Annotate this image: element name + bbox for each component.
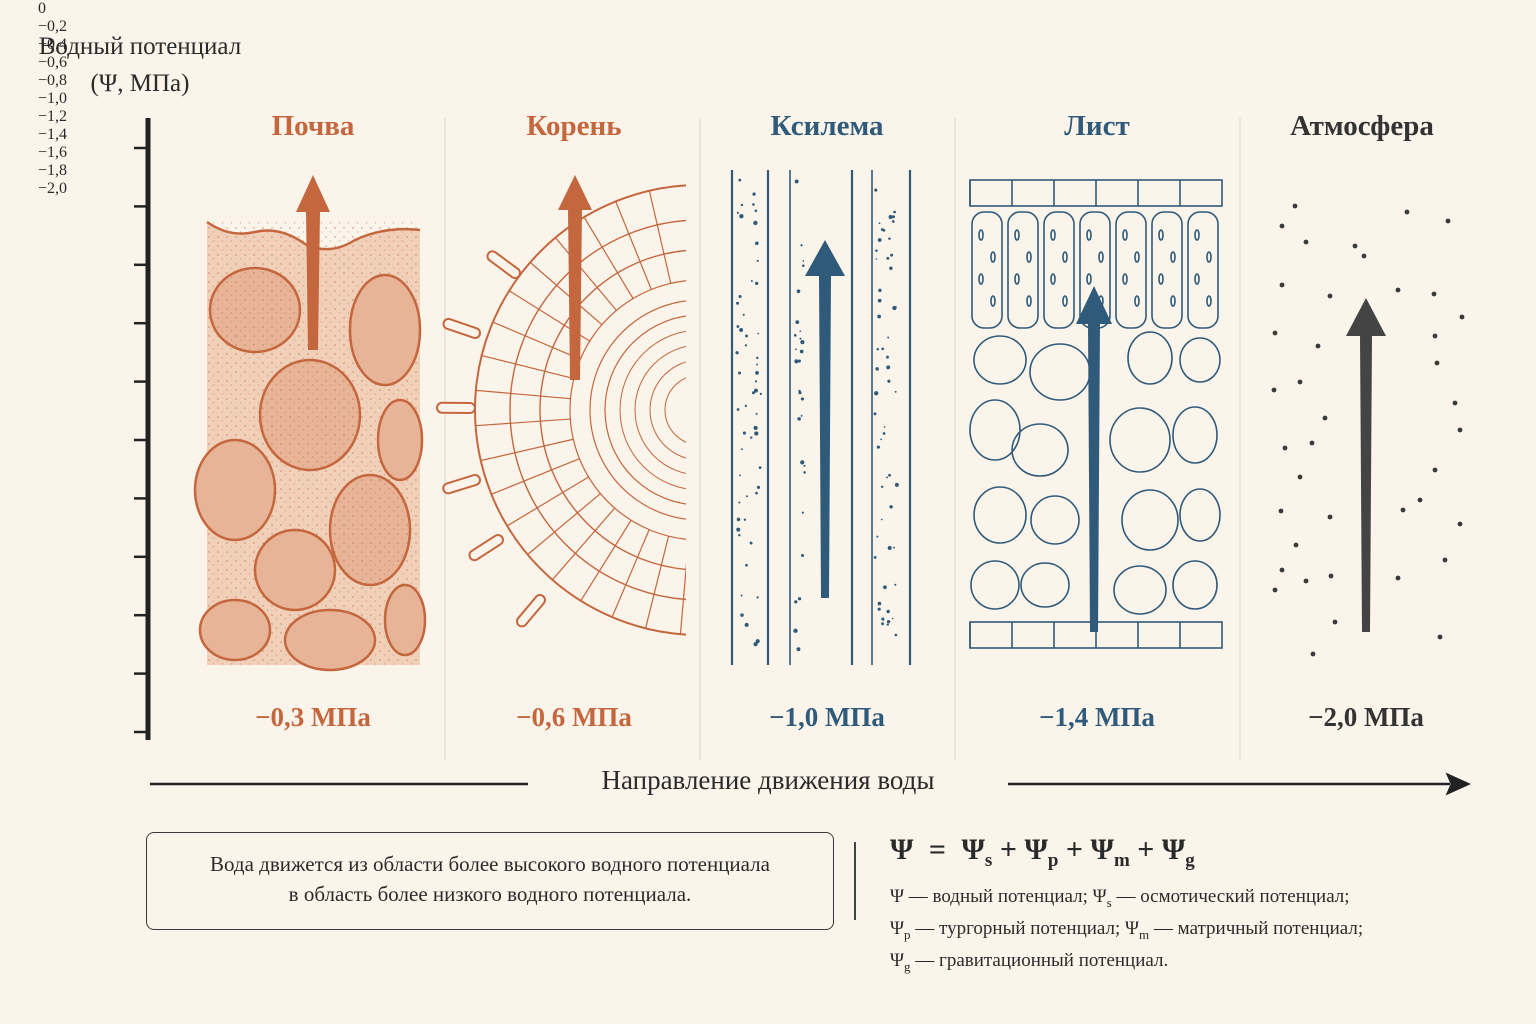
formula-eq: =: [928, 833, 947, 866]
soil-arrow-icon: [296, 175, 330, 350]
y-tick-label: −1,8: [38, 162, 68, 179]
section-value-soil: −0,3 МПа: [255, 702, 371, 732]
y-tick-label: −0,4: [38, 36, 68, 53]
xylem-illustration: [730, 170, 912, 665]
legend-line1: Ψ — водный потенциал; Ψs — осмотический …: [890, 886, 1350, 910]
y-tick-label: 0: [38, 0, 46, 17]
formula-term: Ψ: [1161, 833, 1186, 866]
formula-plus: +: [999, 833, 1017, 866]
y-tick-label: −1,4: [38, 126, 68, 143]
formula-psi: Ψ: [890, 833, 914, 866]
formula-term: Ψ: [1024, 833, 1048, 866]
y-tick-label: −1,0: [38, 90, 68, 107]
direction-label: Направление движения воды: [601, 765, 935, 795]
section-value-root: −0,6 МПа: [516, 702, 632, 732]
note-box: Вода движется из области более высокого …: [146, 832, 834, 930]
formula-sub: g: [1185, 850, 1195, 871]
formula-term: Ψ: [1090, 833, 1114, 866]
section-title-root: Корень: [526, 110, 622, 142]
y-tick-label: −0,2: [38, 18, 68, 35]
axis-title-line1: Водный потенциал: [38, 33, 242, 60]
y-tick-label: −2,0: [38, 180, 68, 197]
y-tick-label: −1,2: [38, 108, 68, 125]
root-arrow-icon: [558, 175, 592, 380]
xylem-arrow-icon: [805, 240, 845, 598]
axis-title-line2: (Ψ, МПа): [90, 70, 190, 97]
section-title-xylem: Ксилема: [770, 110, 884, 142]
note-line1: Вода движется из области более высокого …: [210, 852, 770, 876]
y-axis-ticks: [134, 146, 148, 734]
section-title-atmosphere: Атмосфера: [1290, 110, 1434, 142]
formula-sub: s: [984, 850, 993, 871]
y-tick-label: −1,6: [38, 144, 68, 161]
leaf-arrow-icon: [1076, 286, 1112, 632]
atmosphere-arrow-icon: [1346, 298, 1386, 632]
formula-sub: m: [1113, 850, 1130, 871]
root-illustration: [436, 175, 686, 636]
axis-title: Водный потенциал (Ψ, МПа): [20, 28, 260, 102]
formula-separator: [854, 842, 856, 920]
section-dividers: [444, 118, 1241, 760]
section-title-soil: Почва: [271, 110, 355, 142]
formula-plus: +: [1065, 833, 1084, 866]
section-value-atmosphere: −2,0 МПа: [1308, 702, 1424, 732]
formula-term: Ψ: [961, 833, 985, 866]
y-tick-label: −0,6: [38, 54, 68, 71]
soil-illustration: [193, 175, 427, 672]
direction-arrow: [150, 772, 1472, 796]
section-title-leaf: Лист: [1064, 110, 1130, 142]
formula-sub: p: [1047, 850, 1059, 871]
section-value-leaf: −1,4 МПа: [1039, 702, 1155, 732]
atmosphere-illustration: [1271, 203, 1465, 657]
y-tick-label: −0,8: [38, 72, 68, 89]
axis-tick-labels: 0−0,2−0,4−0,6−0,8−1,0−1,2−1,4−1,6−1,8−2,…: [38, 0, 118, 1024]
direction-arrowhead-icon: [1445, 772, 1472, 796]
section-value-xylem: −1,0 МПа: [769, 702, 885, 732]
leaf-illustration: [969, 179, 1223, 649]
note-line2: в область более низкого водного потенциа…: [288, 882, 692, 906]
legend-line2: Ψp — тургорный потенциал; Ψm — матричный…: [890, 918, 1364, 942]
legend-line3: Ψg — гравитационный потенциал.: [890, 950, 1169, 974]
formula: Ψ = Ψs + Ψp + Ψm + Ψg: [890, 833, 1195, 872]
formula-plus: +: [1137, 833, 1155, 866]
